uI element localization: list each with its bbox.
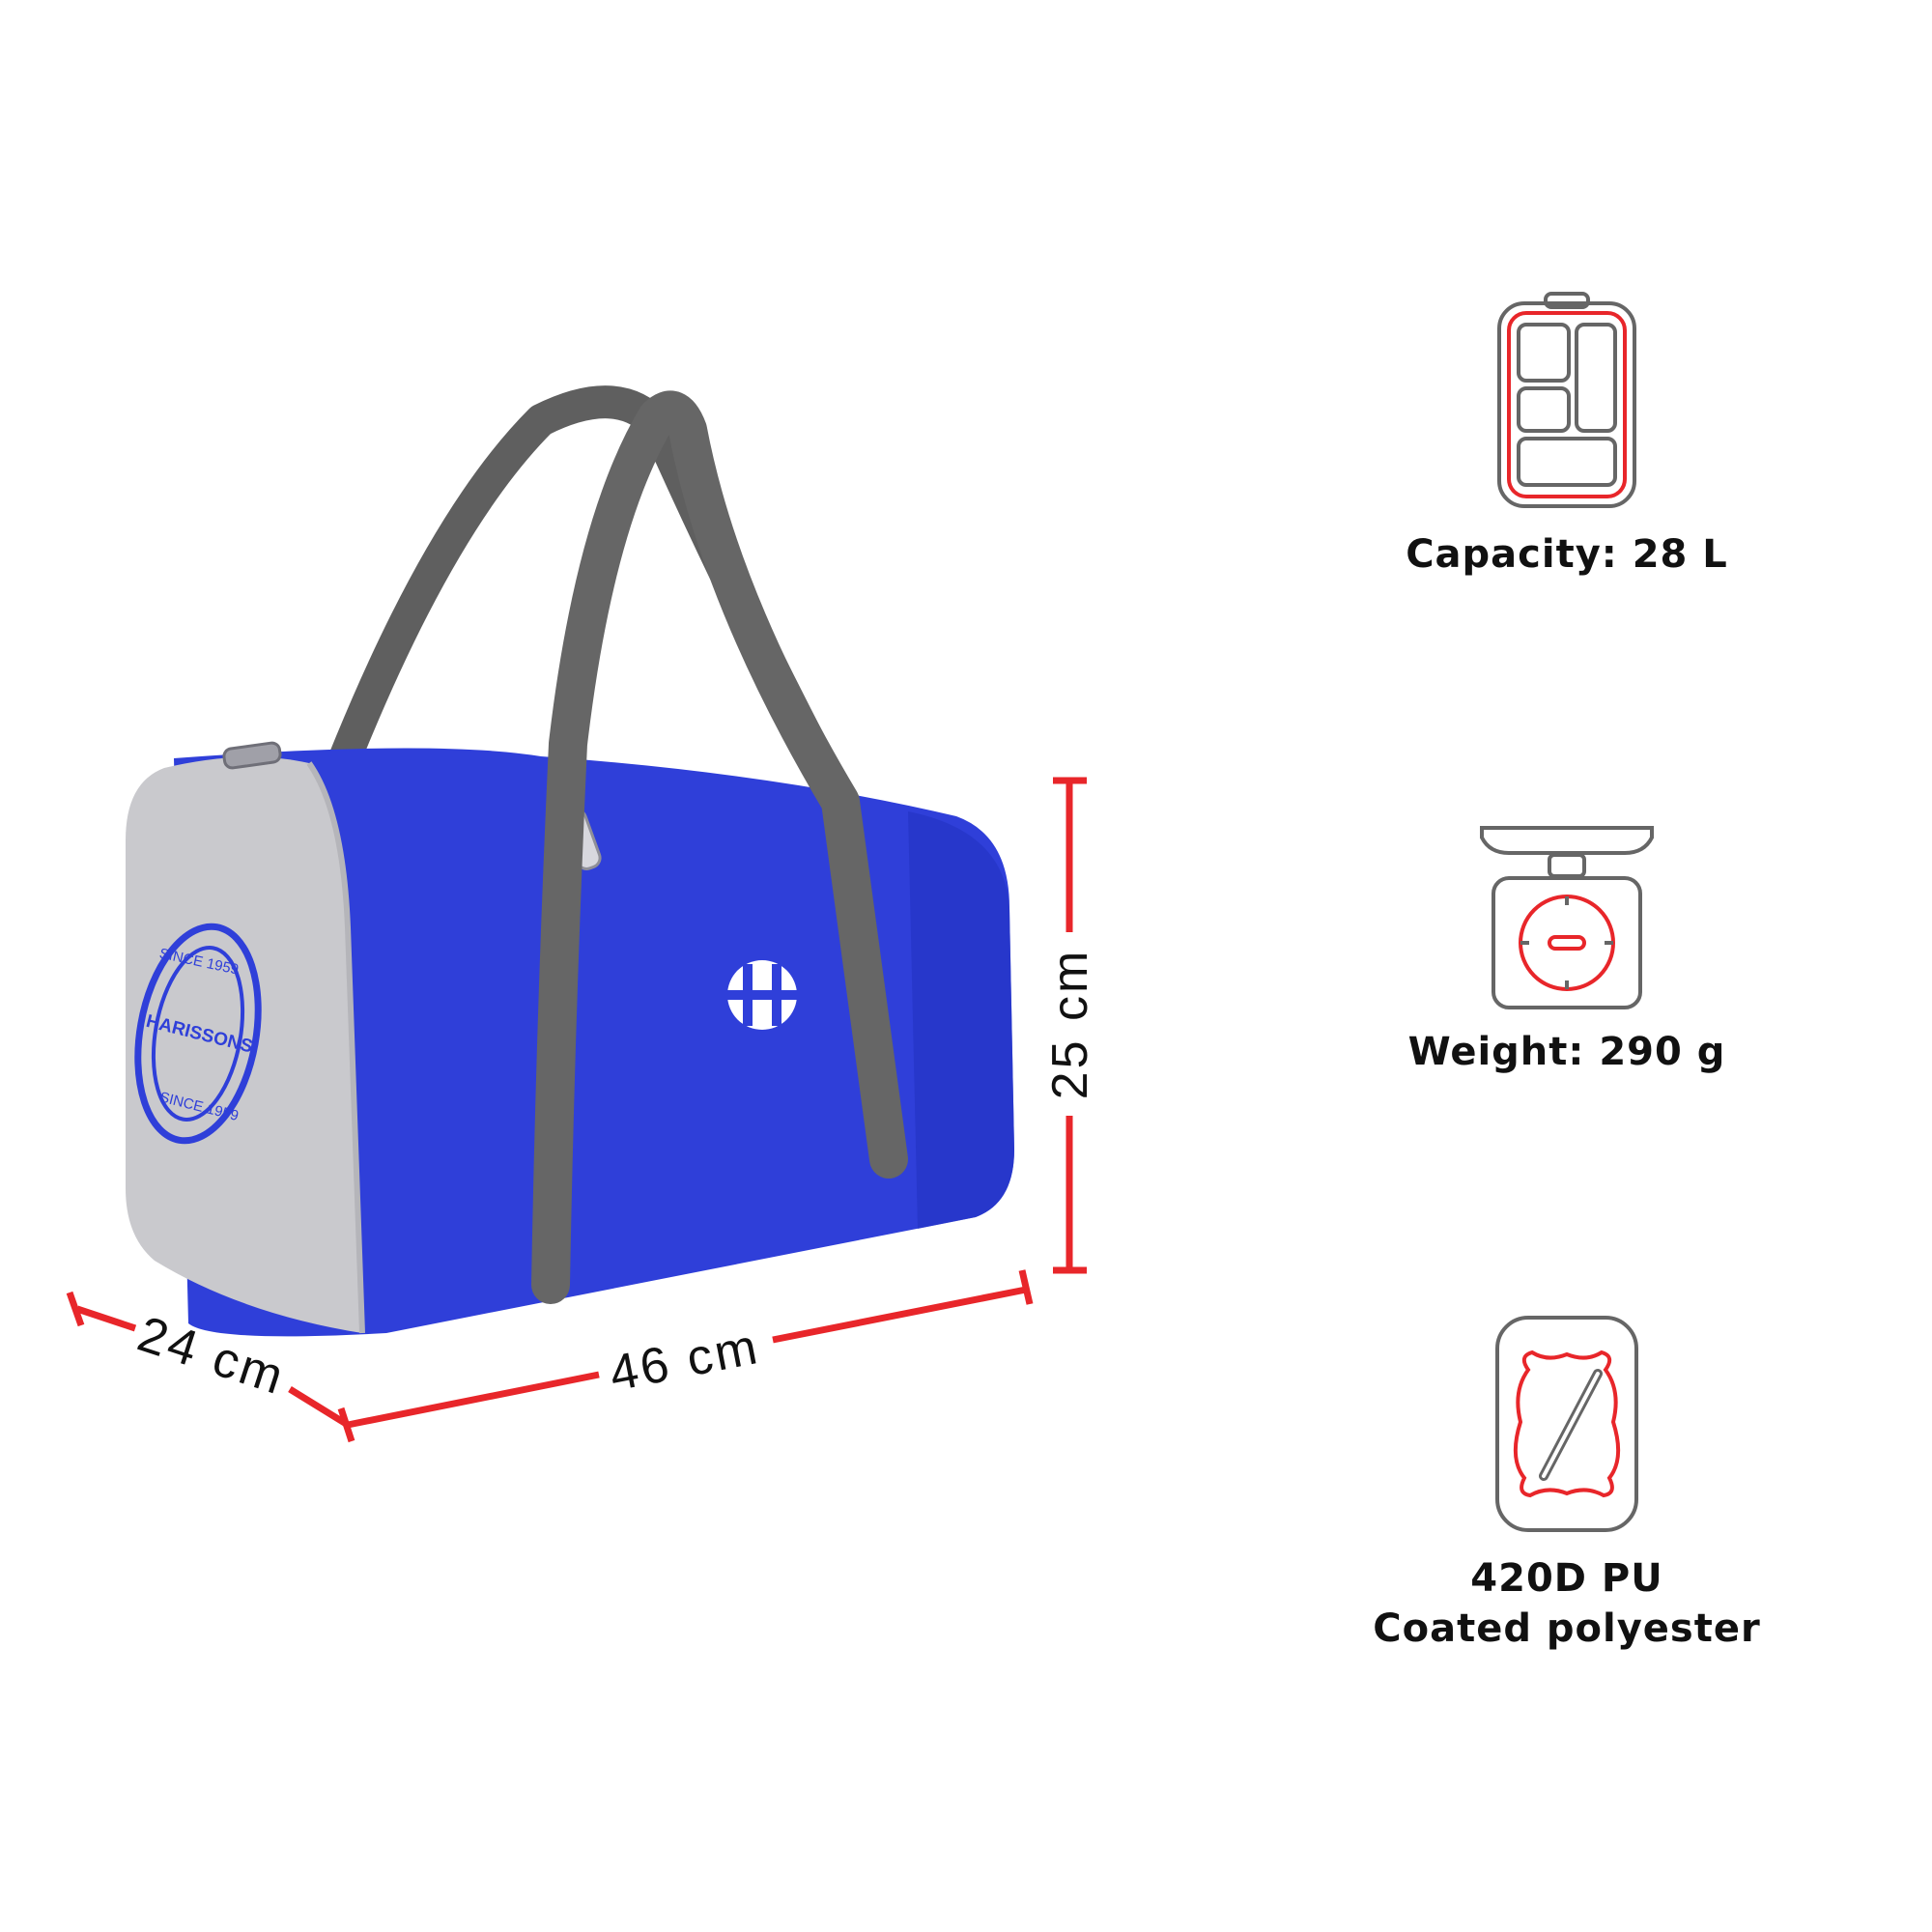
height-label: 25 cm [1042,949,1098,1100]
spec-weight: Weight: 290 g [1316,816,1818,1077]
front-handle [531,390,908,1304]
material-label-line2: Coated polyester [1373,1606,1761,1651]
leather-hide-icon [1495,1316,1638,1532]
zipper-pull-side [222,741,282,770]
spec-material: 420D PU Coated polyester [1316,1314,1818,1654]
bag-body-shade [908,811,1014,1229]
capacity-label: Capacity: 28 L [1406,532,1728,577]
material-label-line1: 420D PU [1470,1556,1663,1601]
bag-side-panel-edge [306,761,365,1334]
height-dimension: 25 cm [1042,777,1098,1274]
weighing-scale-icon [1480,826,1654,1009]
bag-body [174,748,1014,1337]
spec-capacity: Capacity: 28 L [1316,290,1818,580]
length-label: 46 cm [605,1319,764,1403]
weight-label: Weight: 290 g [1407,1030,1726,1074]
material-label: 420D PU Coated polyester [1316,1553,1818,1654]
bag-side-panel [126,756,362,1333]
front-emblem [727,960,797,1030]
luggage-compartment-icon [1497,292,1636,508]
